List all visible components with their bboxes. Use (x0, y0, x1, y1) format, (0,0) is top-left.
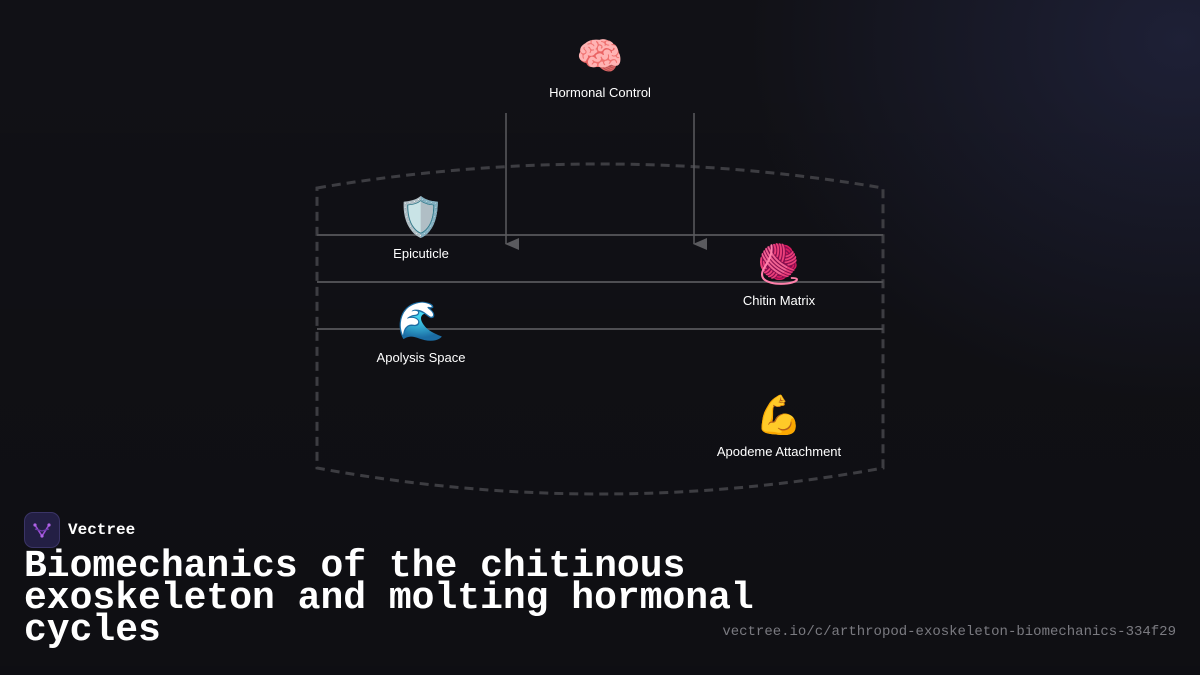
brand-name: Vectree (68, 521, 136, 539)
flexed-biceps-icon: 💪 (755, 395, 803, 437)
brand: Vectree (24, 512, 135, 548)
page-title: Biomechanics of the chitinous exoskeleto… (24, 545, 754, 652)
source-url: vectree.io/c/arthropod-exoskeleton-biome… (722, 624, 1176, 640)
node-apolysis-space: 🌊 Apolysis Space (331, 300, 511, 365)
node-label: Apodeme Attachment (716, 444, 842, 459)
wave-icon: 🌊 (397, 301, 445, 343)
node-label: Chitin Matrix (742, 293, 816, 308)
shield-icon: 🛡️ (397, 197, 445, 239)
node-apodeme-attachment: 💪 Apodeme Attachment (689, 394, 869, 459)
yarn-icon: 🧶 (755, 244, 803, 286)
node-chitin-matrix: 🧶 Chitin Matrix (689, 243, 869, 308)
brain-icon: 🧠 (576, 36, 624, 78)
cuticle-outline (315, 162, 885, 496)
node-epicuticle: 🛡️ Epicuticle (331, 196, 511, 261)
node-label: Epicuticle (393, 246, 449, 261)
node-label: Apolysis Space (376, 350, 466, 365)
node-label: Hormonal Control (549, 85, 651, 100)
vectree-logo-icon (24, 512, 60, 548)
node-hormonal-control: 🧠 Hormonal Control (510, 35, 690, 100)
